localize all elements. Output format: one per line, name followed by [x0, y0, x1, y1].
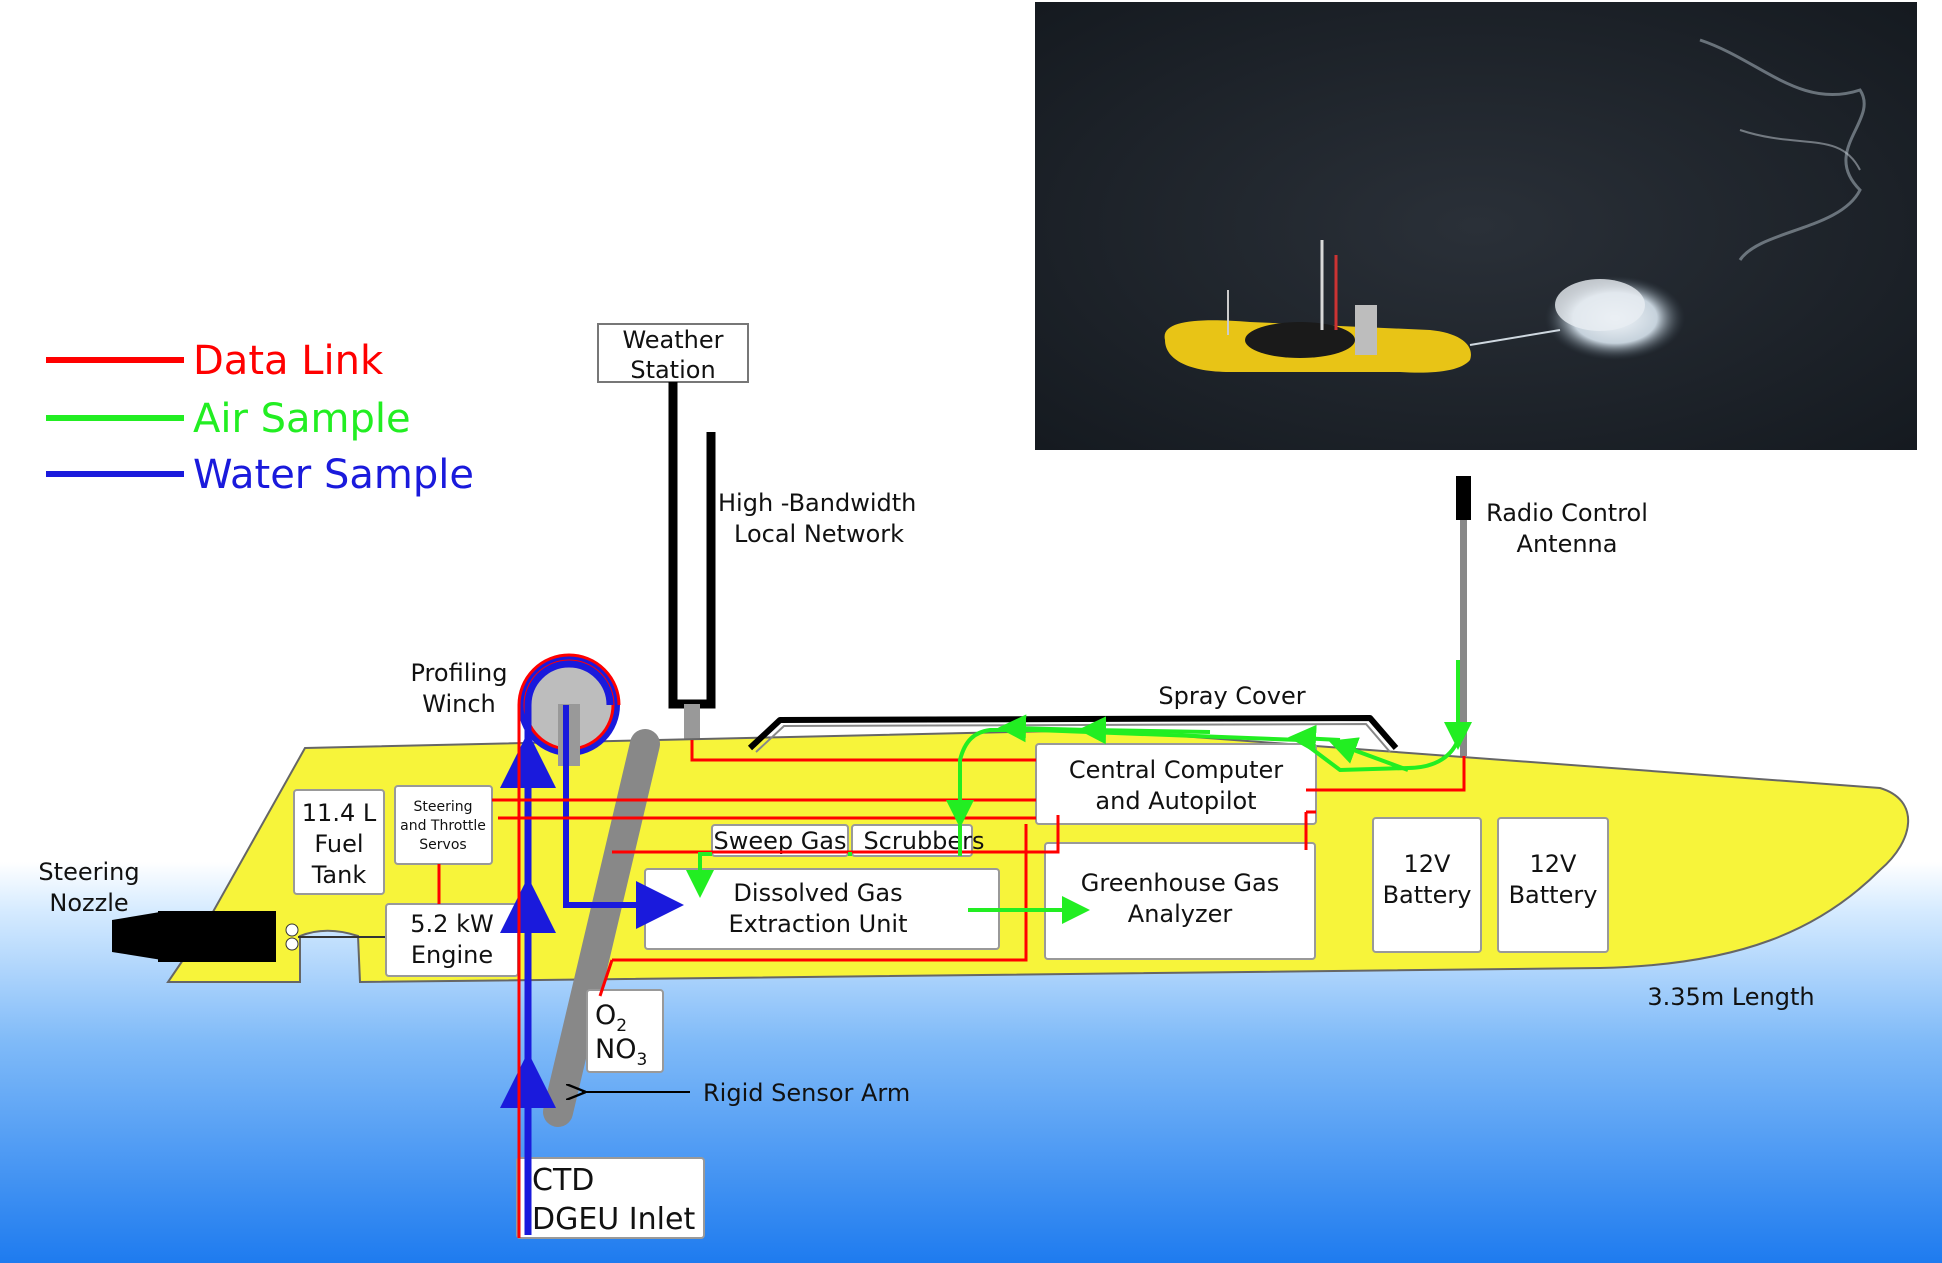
ghg-analyzer-label-line2: Analyzer	[1128, 900, 1233, 928]
battery-a-box	[1372, 817, 1482, 953]
servos-label-line2: and Throttle	[400, 818, 486, 834]
aerial-photo	[1035, 2, 1917, 450]
winch-label-line1: Profiling	[411, 659, 508, 687]
sweep-gas-box	[711, 824, 849, 857]
fuel-tank-label-line3: Tank	[311, 861, 367, 889]
battery-b-label-line1: 12V	[1530, 850, 1578, 878]
scrubbers-box	[851, 824, 973, 857]
ghg-analyzer-label-line1: Greenhouse Gas	[1081, 869, 1280, 897]
battery-b-label-line2: Battery	[1509, 881, 1598, 909]
network-label-line1: High -Bandwidth	[718, 489, 916, 517]
fuel-tank	[293, 789, 385, 895]
battery-b-box	[1497, 817, 1609, 953]
fuel-tank-label-line2: Fuel	[314, 830, 363, 858]
legend-data-link-label: Data Link	[193, 338, 384, 384]
dgeu-label-line2: Extraction Unit	[728, 910, 907, 938]
network-label-line2: Local Network	[734, 520, 904, 548]
steering-nozzle-label-line1: Steering	[38, 858, 139, 886]
sensor-arm-label: Rigid Sensor Arm	[703, 1079, 910, 1107]
servos-box	[394, 785, 493, 865]
no3-label: NO3	[595, 1034, 647, 1070]
steering-nozzle	[112, 911, 388, 962]
engine-label-line2: Engine	[411, 941, 493, 969]
dgeu-inlet-label: DGEU Inlet	[532, 1202, 695, 1237]
scrubbers-label: Scrubbers	[863, 827, 984, 855]
steering-nozzle-label-line2: Nozzle	[49, 889, 128, 917]
legend-air-sample-label: Air Sample	[193, 396, 411, 442]
legend-water-sample-label: Water Sample	[193, 452, 474, 498]
dgeu-label-line1: Dissolved Gas	[733, 879, 902, 907]
ghg-analyzer-box	[1044, 842, 1316, 960]
central-computer-label-line1: Central Computer	[1069, 756, 1283, 784]
rigid-sensor-arm	[543, 729, 660, 1127]
spray-cover	[747, 715, 1399, 751]
fuel-tank-label-line1: 11.4 L	[302, 799, 377, 827]
length-label: 3.35m Length	[1647, 983, 1814, 1011]
legend: Data Link Air Sample Water Sample	[46, 338, 474, 498]
servos-label-line3: Servos	[419, 837, 466, 853]
radio-label-line2: Antenna	[1517, 530, 1618, 558]
weather-station-label-line2: Station	[630, 356, 715, 384]
water-sample-lines	[500, 660, 684, 1235]
ctd-label: CTD	[532, 1163, 594, 1198]
weather-station: Weather Station	[597, 323, 749, 740]
o2-no3-sensor-box	[586, 989, 664, 1073]
engine-label-line1: 5.2 kW	[410, 910, 493, 938]
weather-station-label-line1: Weather	[622, 326, 723, 354]
battery-a-label-line1: 12V	[1404, 850, 1452, 878]
central-computer-box	[1035, 743, 1317, 825]
winch-label-line2: Winch	[422, 690, 496, 718]
radio-label-line1: Radio Control	[1486, 499, 1648, 527]
battery-a-label-line2: Battery	[1383, 881, 1472, 909]
servos-label-line1: Steering	[413, 799, 472, 815]
data-link-lines	[437, 653, 1466, 1238]
o2-label: O2	[595, 1000, 627, 1036]
sweep-gas-label: Sweep Gas	[713, 827, 846, 855]
radio-antenna	[1456, 476, 1471, 756]
central-computer-label-line2: and Autopilot	[1095, 787, 1256, 815]
spray-cover-label: Spray Cover	[1158, 682, 1305, 710]
ctd-inlet-box	[516, 1157, 705, 1239]
air-sample-lines	[686, 660, 1472, 924]
